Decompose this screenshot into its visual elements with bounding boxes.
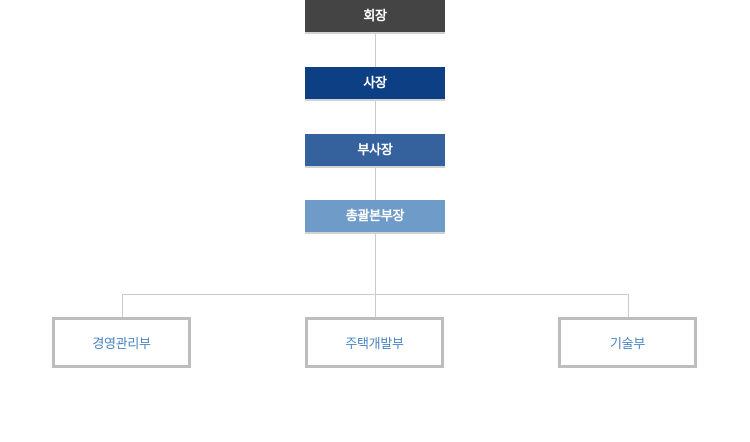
department-technology-box: 기술부 [558,317,697,368]
department-housing-box: 주택개발부 [305,317,444,368]
general-manager-box: 총괄본부장 [305,200,445,232]
department-technology-label: 기술부 [610,337,645,352]
president-box: 사장 [305,67,445,99]
center-department-connector [375,294,376,317]
department-housing-label: 주택개발부 [345,337,404,352]
left-department-connector [122,294,123,317]
department-management-label: 경영관리부 [92,337,151,352]
general-manager-label: 총괄본부장 [345,208,405,224]
chairman-box: 회장 [305,0,445,32]
vice-president-label: 부사장 [357,142,393,158]
president-label: 사장 [363,75,387,91]
right-department-connector [628,294,629,317]
vice-president-box: 부사장 [305,134,445,166]
department-management-box: 경영관리부 [52,317,191,368]
chairman-label: 회장 [363,8,387,24]
